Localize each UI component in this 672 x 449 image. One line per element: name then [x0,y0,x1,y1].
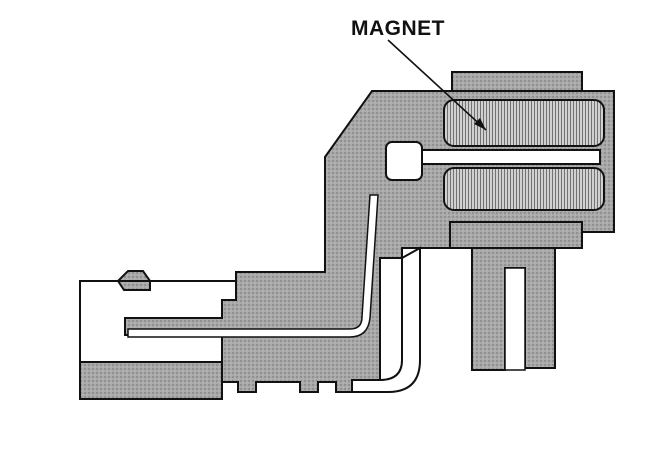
connector-shell [79,361,223,400]
callout-arrowhead [474,118,486,130]
pedestal-lip [449,221,583,249]
magnet-core-rod [419,149,601,165]
magnet-cap [451,71,583,92]
terminal-pin [127,194,379,338]
callout-leader-line [387,39,487,131]
magnet-coil-upper [443,99,605,147]
leg-slot [504,267,526,371]
bottom-channel [351,246,421,393]
connector-cavity [79,280,237,363]
connector-latch [115,270,152,282]
magnet-label: MAGNET [351,17,445,40]
core-end-cap [385,141,423,181]
magnet-coil-lower [443,167,605,211]
